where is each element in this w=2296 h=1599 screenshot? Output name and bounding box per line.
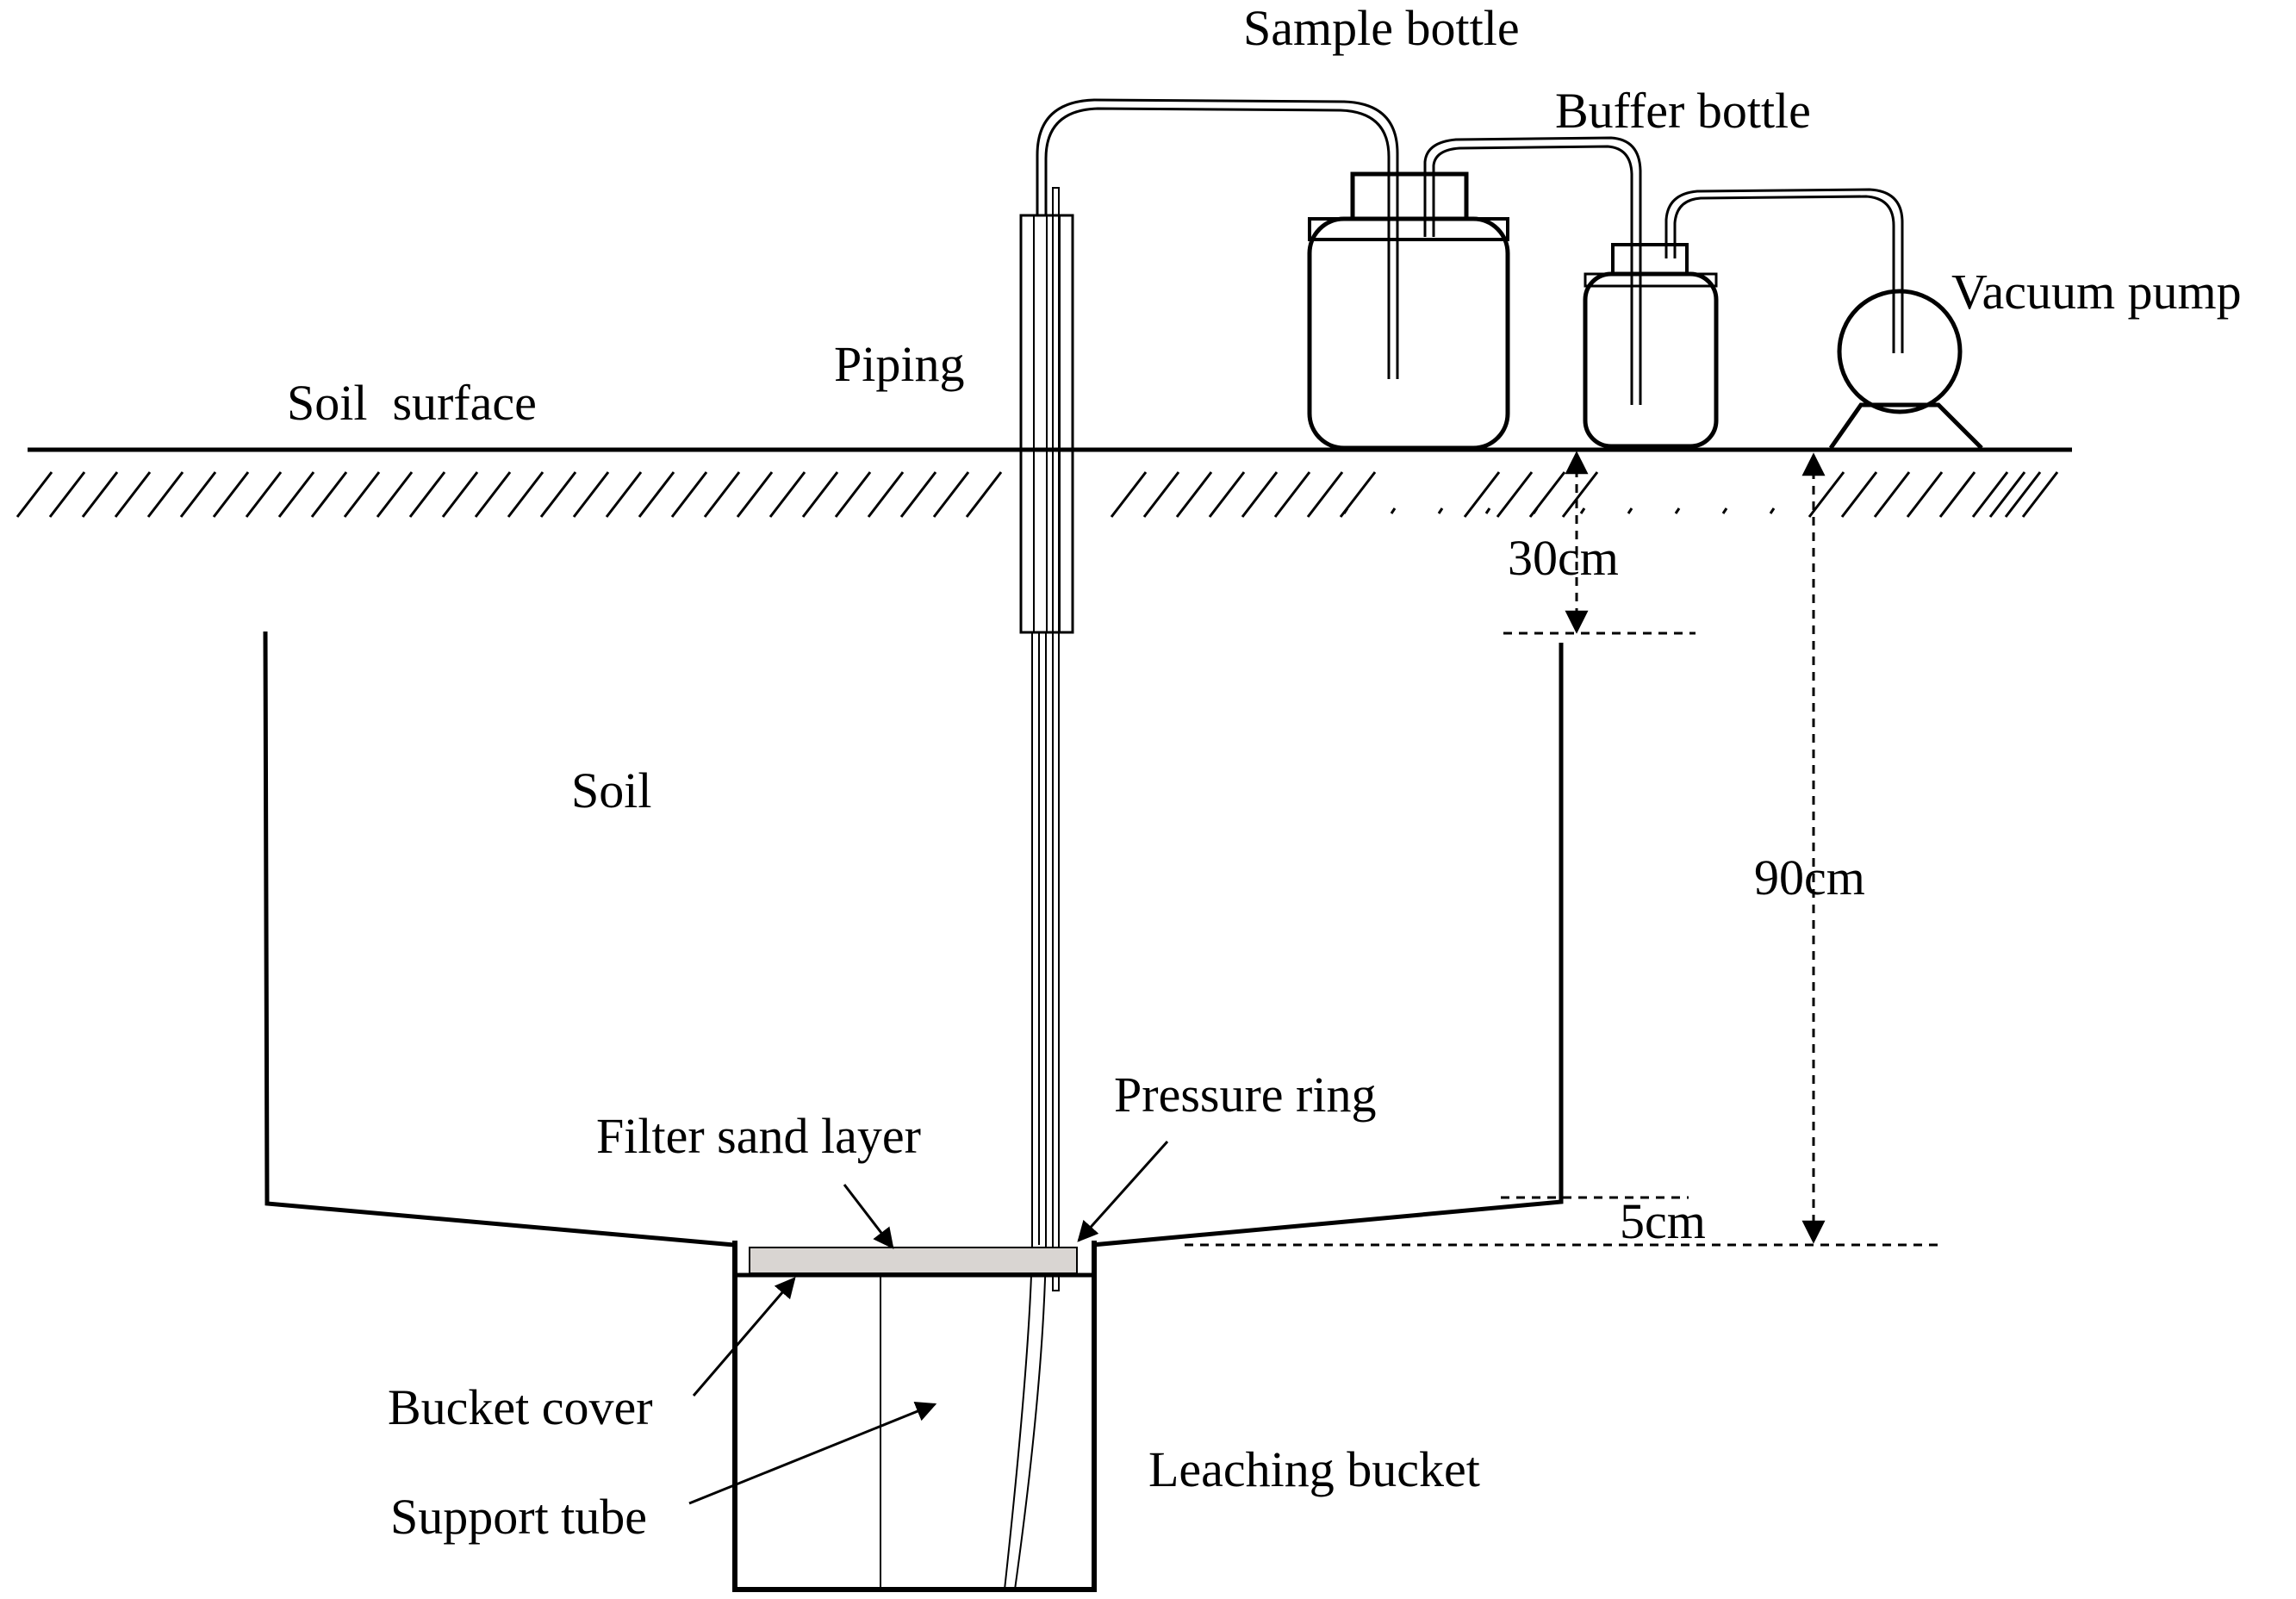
dimension-30cm: [1503, 451, 1696, 635]
dimension-90cm: [1185, 452, 1938, 1247]
pressure-ring-arrow: [1077, 1140, 1169, 1242]
filter-sand-layer: [749, 1247, 1078, 1274]
support-tube-arrow: [688, 1401, 937, 1505]
depth-funnel-label: 5cm: [1620, 1193, 1706, 1249]
soil-hatching: [16, 471, 2059, 518]
bucket-cover-arrow: [692, 1277, 796, 1397]
buffer-bottle-label: Buffer bottle: [1555, 83, 1811, 139]
sample-bottle-label: Sample bottle: [1243, 0, 1520, 56]
pump-tube: [1664, 188, 1904, 353]
bucket-cover-label: Bucket cover: [388, 1379, 653, 1435]
leaching-bucket-label: Leaching bucket: [1148, 1441, 1480, 1497]
sample-tube: [1036, 98, 1399, 379]
filter-sand-layer-label: Filter sand layer: [596, 1108, 921, 1164]
support-tube-label: Support tube: [390, 1489, 647, 1545]
vacuum-pump: [1828, 289, 1983, 450]
vacuum-pump-label: Vacuum pump: [1951, 264, 2242, 320]
buffer-bottle: [1583, 243, 1719, 449]
piping-label: Piping: [834, 336, 965, 392]
depth-top-label: 30cm: [1508, 530, 1619, 586]
filter-sand-layer-arrow: [843, 1184, 894, 1249]
soil-surface-label: Soil surface: [287, 375, 537, 431]
pressure-ring-label: Pressure ring: [1114, 1067, 1376, 1123]
funnel-wall: [263, 631, 1564, 1247]
soil-label: Soil: [571, 762, 652, 818]
leaching-bucket: [732, 1241, 1097, 1592]
depth-total-label: 90cm: [1754, 849, 1865, 905]
leader-arrows: [688, 1140, 1169, 1505]
buffer-tube: [1423, 136, 1642, 405]
sample-bottle: [1307, 171, 1510, 451]
piping: [1004, 187, 1074, 1590]
